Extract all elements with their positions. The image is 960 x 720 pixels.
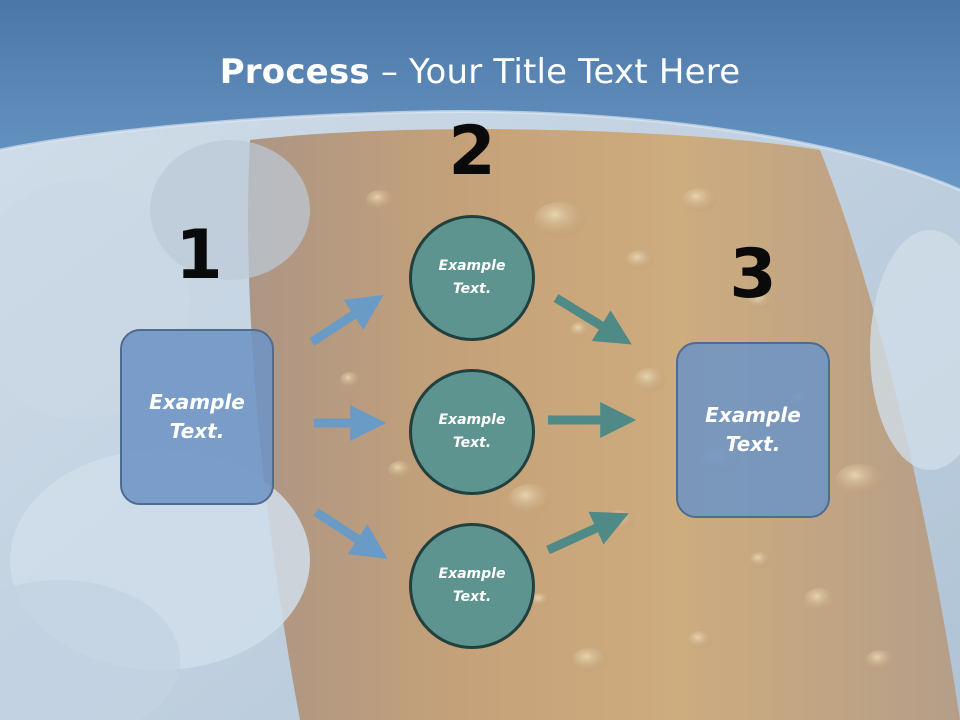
circle-2: Example Text. [409, 369, 535, 495]
left-box-line2: Text. [169, 419, 225, 443]
left-box-line1: Example [149, 390, 245, 414]
arrow-to-circle-3 [313, 508, 388, 559]
circle-1-line1: Example [438, 258, 506, 274]
step-number-3: 3 [729, 235, 777, 314]
circle-1: Example Text. [409, 215, 535, 341]
right-box: Example Text. [676, 342, 830, 518]
circle-2-line1: Example [438, 412, 506, 428]
circle-2-line2: Text. [452, 435, 492, 451]
circle-3-line1: Example [438, 566, 506, 582]
slide-title: Process – Your Title Text Here [0, 52, 960, 92]
title-bold: Process [219, 52, 370, 92]
step-number-2: 2 [448, 112, 496, 191]
right-box-line2: Text. [725, 432, 781, 456]
circle-3: Example Text. [409, 523, 535, 649]
title-rest: – Your Title Text Here [369, 52, 741, 92]
right-box-line1: Example [705, 403, 801, 427]
step-number-1: 1 [175, 216, 223, 295]
arrow-from-circle-1 [553, 294, 632, 345]
arrow-to-circle-1 [309, 295, 384, 346]
circle-1-line2: Text. [452, 281, 492, 297]
arrow-from-circle-3 [546, 511, 629, 555]
circle-3-line2: Text. [452, 589, 492, 605]
left-box: Example Text. [120, 329, 274, 505]
